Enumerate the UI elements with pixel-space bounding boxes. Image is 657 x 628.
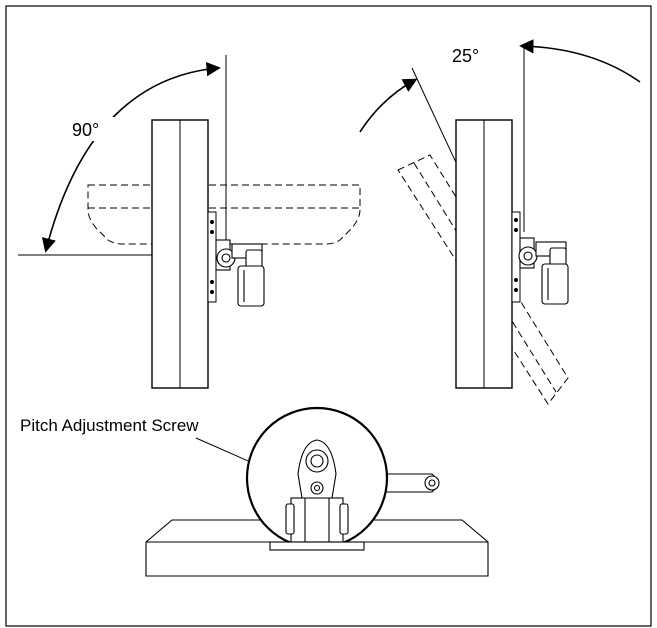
screws-right	[514, 218, 518, 292]
monitor-back-plate	[207, 211, 217, 303]
rotation-arrow-left	[359, 78, 418, 133]
tilt-mechanism	[269, 439, 365, 551]
mount-bracket-right	[518, 237, 569, 305]
angle-label-90: 90°	[72, 120, 99, 140]
mount-bracket-left	[215, 239, 265, 307]
callout-label: Pitch Adjustment Screw	[20, 416, 199, 435]
rotation-arrow-right	[519, 39, 641, 83]
tilt-25-view: 25°	[359, 39, 641, 405]
pitch-screw-detail: Pitch Adjustment Screw	[20, 406, 489, 577]
monitor-horizontal-outline	[87, 184, 361, 245]
figure-frame	[5, 5, 652, 627]
angle-label-25: 25°	[452, 46, 479, 66]
tilt-90-view: 90°	[18, 55, 361, 389]
